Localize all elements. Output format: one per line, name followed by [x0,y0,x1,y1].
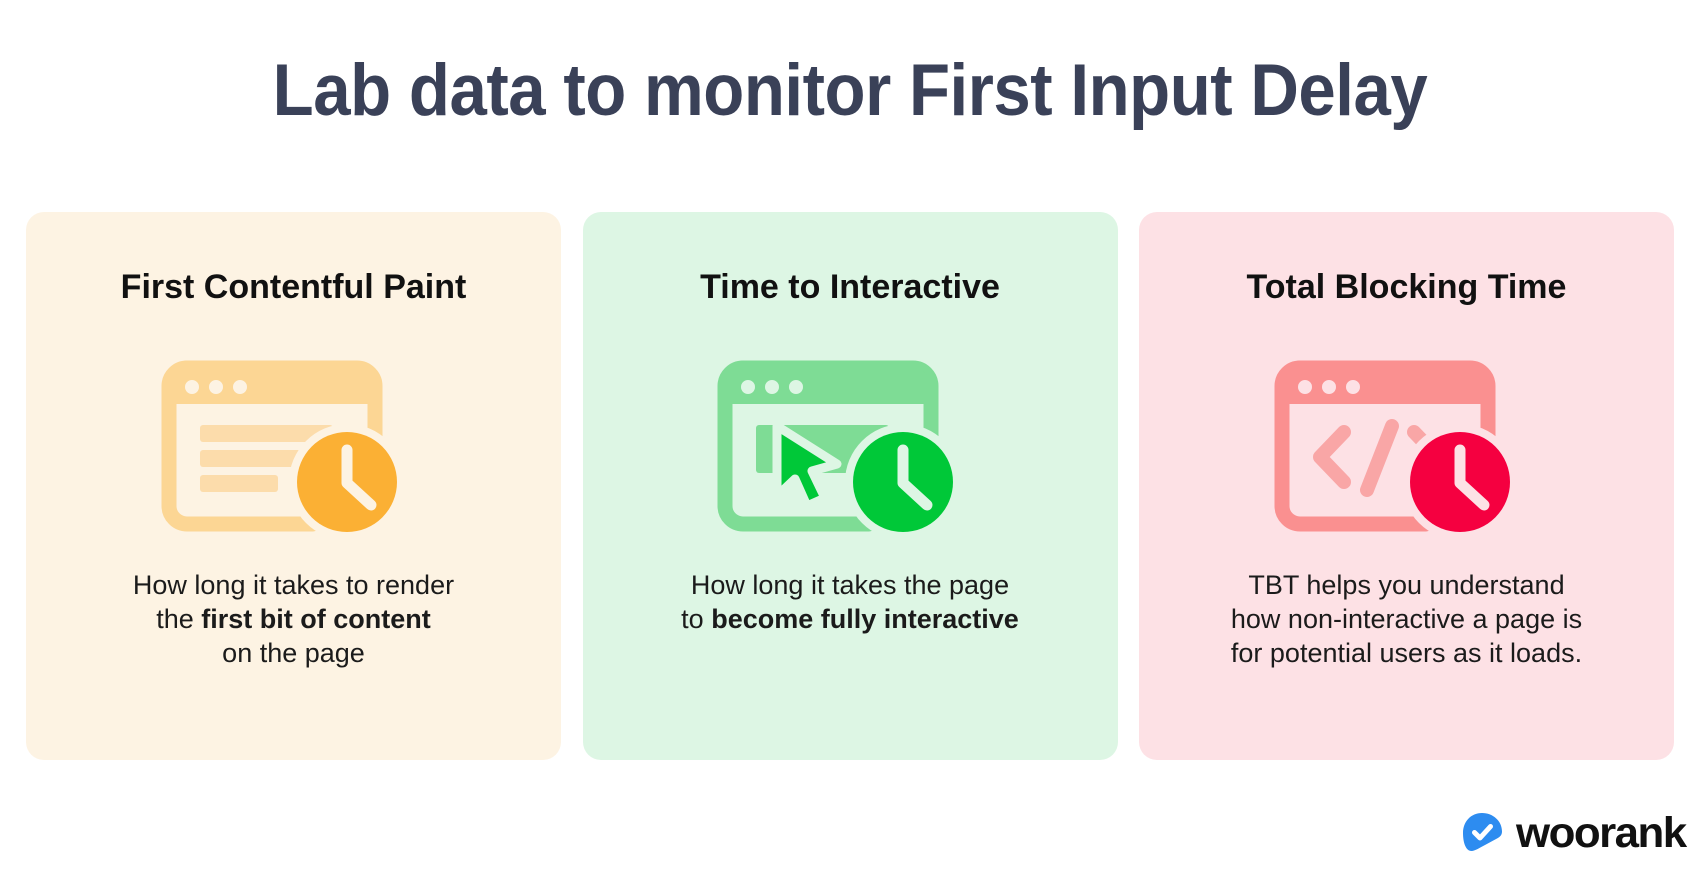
card-description-line-3: for potential users as it loads. [1230,638,1583,668]
woorank-check-badge-icon [1462,813,1502,851]
card-description-line-2: how non-interactive a page is [1230,604,1583,634]
fcp-icon [159,338,429,540]
card-description-line-2: the first bit of content [26,602,561,636]
card-description: How long it takes the page to become ful… [583,568,1118,636]
tti-icon [715,338,985,540]
woorank-logo: woorank [1461,810,1687,856]
card-description-line-1: TBT helps you understand [1248,570,1565,600]
card-time-to-interactive: Time to Interactive [582,212,1118,760]
browser-window-with-text-lines-and-clock-icon [161,360,405,540]
card-description-line-2: to become fully interactive [583,602,1118,636]
woorank-wordmark: woorank [1515,809,1687,857]
card-description-line-1: How long it takes the page [690,570,1010,600]
line-2-emphasis: become fully interactive [711,604,1019,634]
tbt-icon [1272,338,1542,540]
card-first-contentful-paint: First Contentful Paint [26,212,561,760]
line-2-emphasis: first bit of content [201,604,431,634]
browser-window-with-code-tags-and-clock-icon [1274,360,1518,540]
card-description: How long it takes to render the first bi… [26,568,561,670]
card-title: Time to Interactive [700,268,1000,306]
card-title: First Contentful Paint [120,268,467,306]
card-description-line-3: on the page [222,638,365,668]
card-description: TBT helps you understand how non-interac… [1139,568,1674,670]
browser-window-with-cursor-and-clock-icon [717,360,961,540]
card-description-line-1: How long it takes to render [132,570,455,600]
metric-cards-row: First Contentful Paint [26,212,1674,760]
card-title: Total Blocking Time [1246,268,1567,306]
line-2-prefix: the [156,604,202,634]
line-2-prefix: to [681,604,712,634]
page-title: Lab data to monitor First Input Delay [272,50,1428,131]
card-total-blocking-time: Total Blocking Time [1139,212,1674,760]
